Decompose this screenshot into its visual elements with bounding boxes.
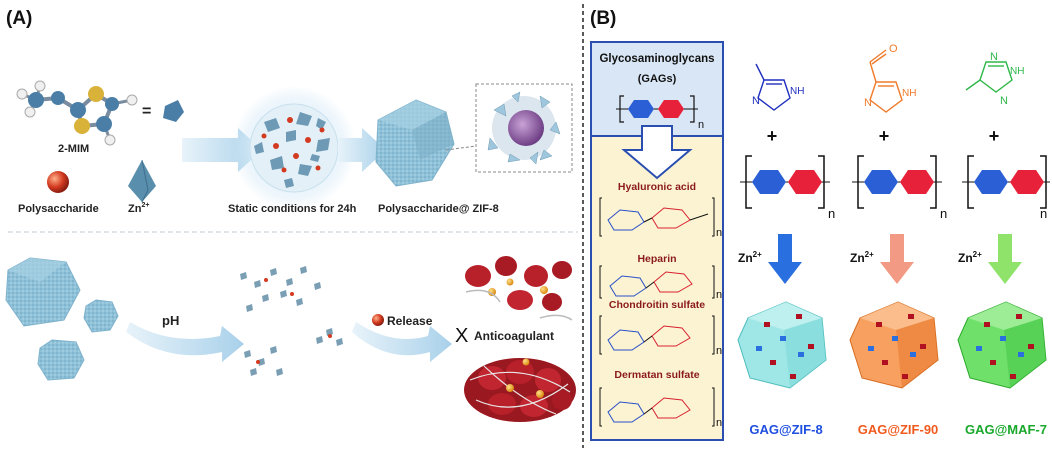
zif8-crystal-icon <box>375 99 455 187</box>
gag-header-box <box>590 41 724 137</box>
blood-cells-icon <box>465 256 573 321</box>
col2-zn-label: Zn2+ <box>850 250 874 265</box>
blood-clot-icon <box>464 358 576 422</box>
linker-triazole-icon <box>965 61 1013 93</box>
col3-n: n <box>1040 206 1047 221</box>
framework-inset-icon <box>487 91 561 165</box>
gag-title: Glycosaminoglycans <box>599 53 714 65</box>
plus-sign: + <box>879 126 890 146</box>
anticoagulant-label: Anticoagulant <box>474 329 554 343</box>
zif8-crystal-small-icon <box>83 299 119 333</box>
x-mark-icon: X <box>455 325 468 347</box>
col3-down-arrow-icon <box>988 234 1022 284</box>
ph-label: pH <box>162 313 179 328</box>
gag-type-dermatan: Dermatan sulfate <box>614 369 699 381</box>
disaccharide-col3-icon <box>962 155 1050 209</box>
linker-mim-icon <box>755 63 791 111</box>
zn-tetrahedron-icon <box>128 160 156 202</box>
product-zif90-label: GAG@ZIF-90 <box>858 422 939 437</box>
col2-down-arrow-icon <box>880 234 914 284</box>
release-label: Release <box>387 314 433 328</box>
gag-type-chondroitin: Chondroitin sulfate <box>609 299 705 311</box>
gag-types-box <box>590 135 724 441</box>
gag-n: n <box>698 119 704 131</box>
pentagon-ligand-icon <box>163 100 184 122</box>
structure-heparin-icon <box>599 265 715 299</box>
col1-zn-label: Zn2+ <box>738 250 762 265</box>
plus-sign: + <box>767 126 778 146</box>
structure-dermatan-icon <box>599 387 715 427</box>
release-ball-icon <box>372 314 384 326</box>
linker-ica-n: N <box>864 97 872 109</box>
reaction-sphere-icon <box>232 86 356 210</box>
zif8-crystal-medium-icon <box>37 339 85 381</box>
crystal-maf7-icon <box>957 301 1047 389</box>
static-conditions-label: Static conditions for 24h <box>228 203 357 215</box>
polysaccharide-label: Polysaccharide <box>18 203 99 215</box>
structure-n: n <box>716 345 722 357</box>
col1-down-arrow-icon <box>768 234 802 284</box>
mim-label: 2-MIM <box>58 143 89 155</box>
linker-ica-o: O <box>889 43 898 55</box>
release-arrow-icon <box>352 322 452 362</box>
disaccharide-col1-icon <box>740 155 830 209</box>
arrow-right-icon <box>338 128 386 172</box>
disaccharide-col2-icon <box>852 155 942 209</box>
gag-type-hyaluronic: Hyaluronic acid <box>618 181 696 193</box>
zn-label: Zn2+ <box>128 202 149 215</box>
col2-n: n <box>940 206 947 221</box>
disaccharide-small-icon <box>616 95 698 123</box>
gag-abbr: (GAGs) <box>638 73 677 85</box>
structure-n: n <box>716 227 722 239</box>
linker-mim-nh: NH <box>790 86 804 97</box>
panel-b-label: (B) <box>590 8 616 29</box>
zif8-crystal-large-icon <box>5 257 81 327</box>
linker-ica-icon <box>869 49 903 113</box>
ph-arrow-icon <box>126 322 244 362</box>
structure-n: n <box>716 289 722 301</box>
polysaccharide-ball-icon <box>47 171 69 193</box>
structure-n: n <box>716 417 722 429</box>
crystal-dots-icon <box>756 314 1034 379</box>
linker-mim-n: N <box>752 95 760 107</box>
plus-sign: + <box>989 126 1000 146</box>
linker-triazole-n: N <box>990 51 998 63</box>
down-arrow-icon <box>621 125 693 180</box>
col1-n: n <box>828 206 835 221</box>
structure-hyaluronic-icon <box>599 197 715 237</box>
structure-chondroitin-icon <box>599 315 715 355</box>
linker-ica-nh: NH <box>902 88 916 99</box>
col3-zn-label: Zn2+ <box>958 250 982 265</box>
degraded-particles-icon <box>240 266 343 376</box>
linker-triazole-nh: NH <box>1010 66 1024 77</box>
product-label: Polysaccharide@ ZIF-8 <box>378 203 499 215</box>
linker-triazole-n2: N <box>1000 95 1008 107</box>
gag-type-heparin: Heparin <box>637 253 676 265</box>
product-maf7-label: GAG@MAF-7 <box>965 422 1047 437</box>
equals-sign: = <box>142 103 151 120</box>
panel-a-label: (A) <box>6 8 32 29</box>
mim-molecule-icon <box>16 80 138 146</box>
product-zif8-label: GAG@ZIF-8 <box>749 422 822 437</box>
